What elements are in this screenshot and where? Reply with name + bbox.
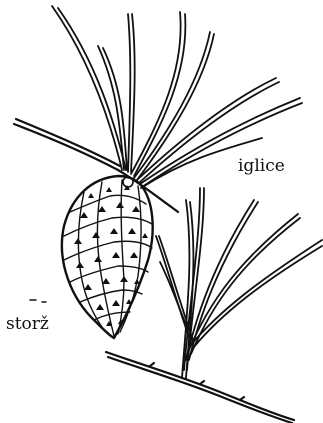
- label-leader-dashes: [30, 300, 46, 302]
- lower-branch: [106, 352, 294, 423]
- cone-label: storž: [6, 316, 49, 333]
- pine-cone: [62, 176, 153, 338]
- needles-label: iglice: [238, 158, 285, 175]
- lower-needle-cluster: [156, 188, 322, 378]
